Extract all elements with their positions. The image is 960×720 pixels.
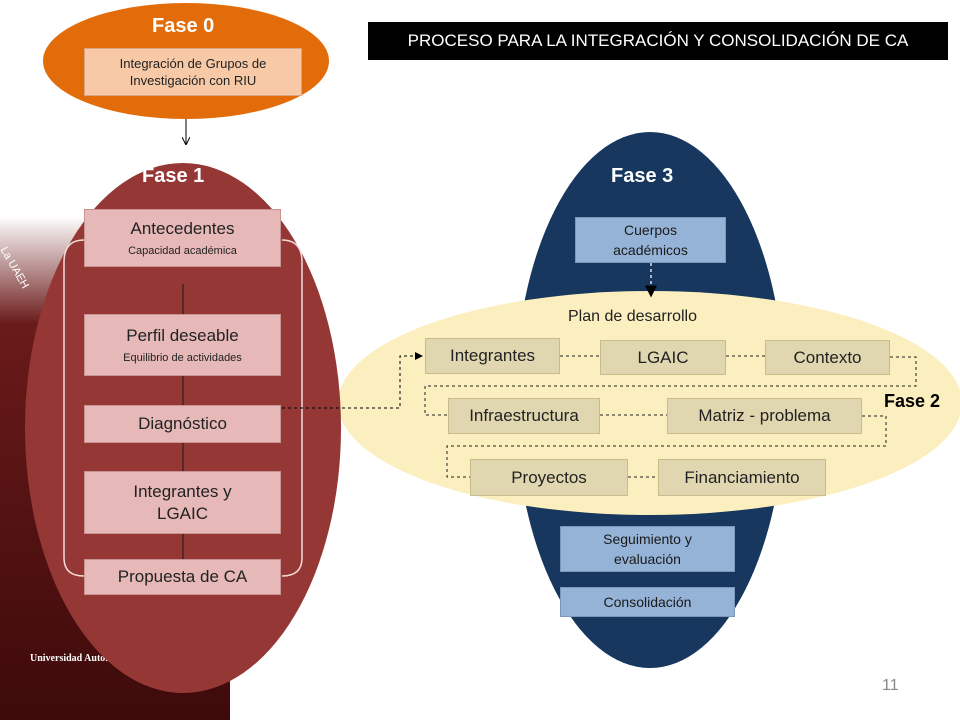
phase1-bracket [63, 239, 85, 577]
phase2-heading: Plan de desarrollo [568, 308, 697, 325]
phase1-item-perfil: Perfil deseable Equilibrio de actividade… [84, 314, 281, 376]
university-name: Universidad Autónoma del Estado de Hidal… [30, 653, 140, 664]
phase2-item-matriz: Matriz - problema [667, 398, 862, 434]
phase0-label: Fase 0 [152, 15, 215, 37]
phase2-item-infraestructura: Infraestructura [448, 398, 600, 434]
page-number: 11 [882, 677, 899, 694]
phase3-cuerpos-academicos: Cuerpos académicos [575, 217, 726, 263]
item-subtitle: Equilibrio de actividades [123, 352, 242, 364]
phase2-item-integrantes: Integrantes [425, 338, 560, 374]
item-title: Perfil deseable [126, 326, 239, 345]
phase3-seguimiento: Seguimiento y evaluación [560, 526, 735, 572]
item-subtitle: Capacidad académica [128, 245, 237, 257]
phase2-label: Fase 2 [884, 391, 941, 411]
item-title: Antecedentes [130, 219, 235, 238]
phase1-item-antecedentes: Antecedentes Capacidad académica [84, 209, 281, 267]
phase2-item-lgaic: LGAIC [600, 340, 726, 375]
phase3-consolidacion: Consolidación [560, 587, 735, 617]
phase2-item-contexto: Contexto [765, 340, 890, 375]
phase1-label: Fase 1 [142, 165, 205, 187]
phase3-label: Fase 3 [611, 165, 674, 187]
phase2-item-proyectos: Proyectos [470, 459, 628, 496]
phase1-item-propuesta: Propuesta de CA [84, 559, 281, 595]
phase0-box: Integración de Grupos de Investigación c… [84, 48, 302, 96]
phase1-item-diagnostico: Diagnóstico [84, 405, 281, 443]
phase1-bracket-right [281, 239, 303, 577]
connector-phase1-phase2 [282, 352, 423, 409]
slide-title: PROCESO PARA LA INTEGRACIÓN Y CONSOLIDAC… [368, 22, 948, 60]
phase1-item-integrantes: Integrantes y LGAIC [84, 471, 281, 534]
phase2-item-financiamiento: Financiamiento [658, 459, 826, 496]
